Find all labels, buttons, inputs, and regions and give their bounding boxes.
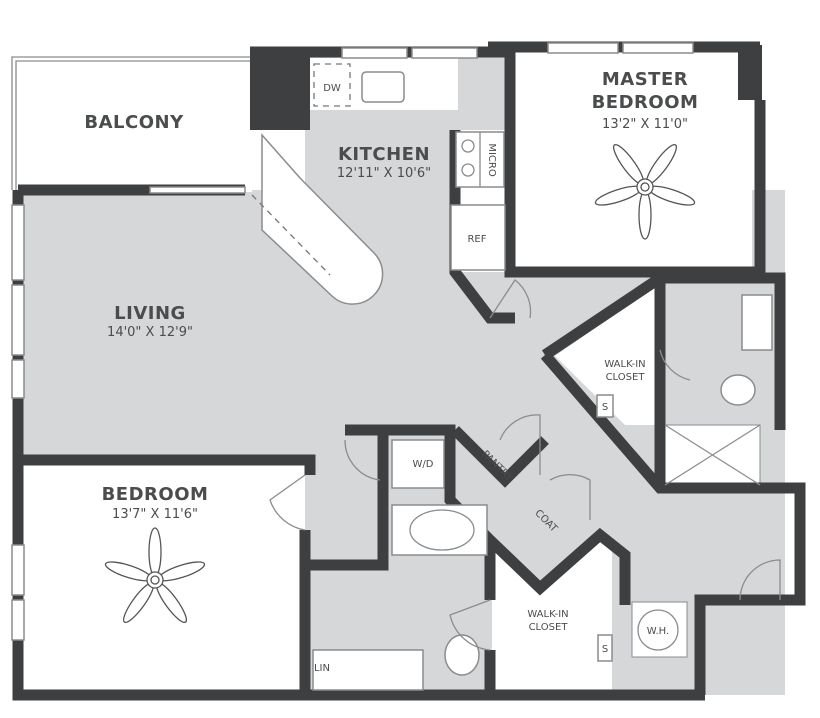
bathtub xyxy=(391,504,488,556)
linen-label: LIN xyxy=(314,663,330,674)
master-bedroom-dimensions: 13'2" X 11'0" xyxy=(602,117,688,132)
microwave-label: MICRO xyxy=(486,143,497,177)
dishwasher-label: DW xyxy=(323,83,341,94)
balcony-label: BALCONY xyxy=(84,112,184,133)
master-closet-label: CLOSET xyxy=(606,372,646,383)
refrigerator-label: REF xyxy=(467,234,486,245)
balcony-railing xyxy=(11,56,250,190)
closet-shelf: S xyxy=(602,644,608,655)
column xyxy=(250,52,310,130)
wall xyxy=(541,272,786,430)
balcony-area xyxy=(14,55,252,192)
island-overhang xyxy=(251,194,331,276)
kitchen-dimensions: 12'11" X 10'6" xyxy=(337,166,431,181)
dishwasher xyxy=(313,63,351,107)
washer-dryer xyxy=(391,439,445,489)
wall xyxy=(18,454,316,475)
master-closet-label: WALK-IN xyxy=(604,359,645,370)
water-heater-label: W.H. xyxy=(647,626,669,637)
wall xyxy=(310,430,389,571)
master-closet-area xyxy=(555,283,660,425)
refrigerator xyxy=(450,204,506,271)
kitchen-sink xyxy=(361,71,405,103)
living-label: LIVING xyxy=(114,303,186,324)
master-toilet xyxy=(720,374,756,406)
windows xyxy=(11,42,694,641)
balcony-railing xyxy=(15,60,250,190)
ceiling-fan-icon xyxy=(104,527,206,624)
master-closet-shelf: S xyxy=(602,402,608,413)
master-bedroom-label: MASTER xyxy=(602,69,688,90)
water-heater xyxy=(637,609,679,651)
wall xyxy=(449,130,515,324)
kitchen-island xyxy=(261,133,384,305)
wall xyxy=(451,426,549,488)
wall xyxy=(504,47,766,278)
wall xyxy=(345,424,631,605)
wall xyxy=(540,351,806,695)
wall xyxy=(12,190,705,701)
closet-label: WALK-IN xyxy=(527,609,568,620)
master-bedroom-label: BEDROOM xyxy=(592,92,699,113)
ceiling-fan-icon xyxy=(594,143,696,240)
bedroom-dimensions: 13'7" X 11'6" xyxy=(112,507,198,522)
living-dimensions: 14'0" X 12'9" xyxy=(107,325,193,340)
doors xyxy=(269,279,781,651)
column xyxy=(738,45,762,100)
kitchen-label: KITCHEN xyxy=(338,144,430,165)
washer-dryer-label: W/D xyxy=(413,459,434,470)
master-vanity xyxy=(741,294,773,351)
toilet xyxy=(444,634,480,676)
closet-label: CLOSET xyxy=(529,622,569,633)
bedroom-label: BEDROOM xyxy=(102,484,209,505)
bath-vanity xyxy=(312,649,424,691)
